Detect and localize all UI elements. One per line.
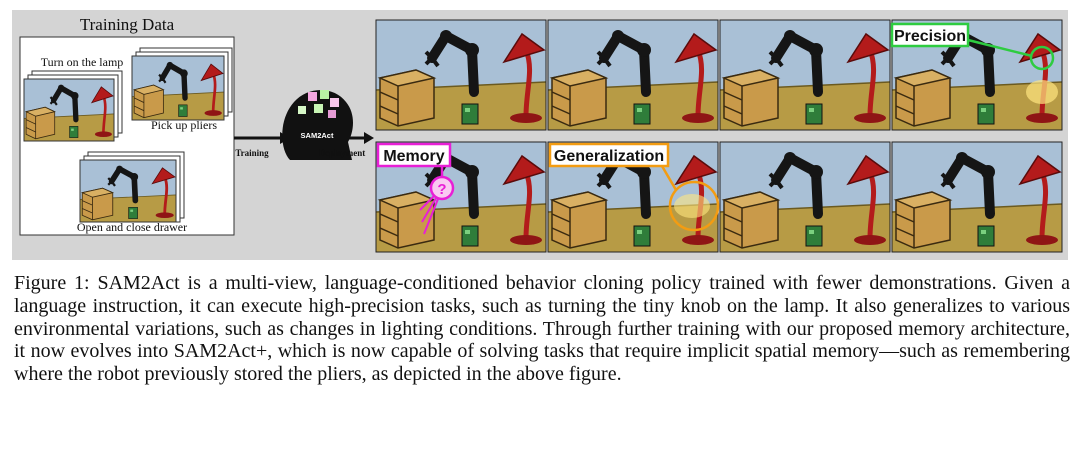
task-label-drawer: Open and close drawer — [77, 220, 187, 234]
training-data-title: Training Data — [80, 15, 175, 34]
scene-panel — [891, 141, 1063, 253]
scene-panel — [547, 141, 719, 253]
figure-caption: Figure 1: SAM2Act is a multi-view, langu… — [14, 272, 1070, 386]
scene-panel — [375, 141, 547, 253]
memory-question-mark: ? — [437, 181, 446, 198]
scene-panel — [719, 19, 891, 131]
scene-panel — [375, 19, 547, 131]
training-label: Training — [235, 148, 269, 158]
precision-label: Precision — [894, 28, 966, 45]
model-name: SAM2Act — [301, 131, 334, 140]
deployment-arrow — [348, 132, 374, 144]
model-head-icon — [282, 90, 353, 160]
caption-text: SAM2Act is a multi-view, language-condit… — [14, 272, 1070, 386]
memory-callout: Memory ? — [376, 142, 455, 235]
scene-panel — [547, 19, 719, 131]
figure-1: Training Data Turn on the lamp Pick up p… — [12, 10, 1068, 260]
generalization-callout: Generalization — [548, 142, 720, 232]
memory-label: Memory — [383, 148, 444, 165]
task-label-lamp: Turn on the lamp — [41, 55, 124, 69]
task-stack-pliers: Pick up pliers — [131, 47, 233, 132]
generalization-label: Generalization — [554, 148, 664, 165]
caption-label: Figure 1: — [14, 272, 90, 294]
scene-panel — [891, 19, 1063, 131]
precision-highlight-ring — [1029, 45, 1055, 71]
scene-panel — [719, 141, 891, 253]
task-stack-lamp: Turn on the lamp — [23, 55, 124, 142]
figure-illustration: Training Data Turn on the lamp Pick up p… — [12, 10, 1068, 260]
memory-question-icon — [429, 175, 455, 201]
deployment-grid — [375, 19, 1063, 253]
task-stack-drawer: Open and close drawer — [77, 151, 187, 234]
generalization-highlight-ring — [668, 180, 720, 232]
precision-callout: Precision — [890, 22, 1055, 71]
deployment-label: Deployment — [319, 148, 366, 158]
task-label-pliers: Pick up pliers — [151, 118, 217, 132]
